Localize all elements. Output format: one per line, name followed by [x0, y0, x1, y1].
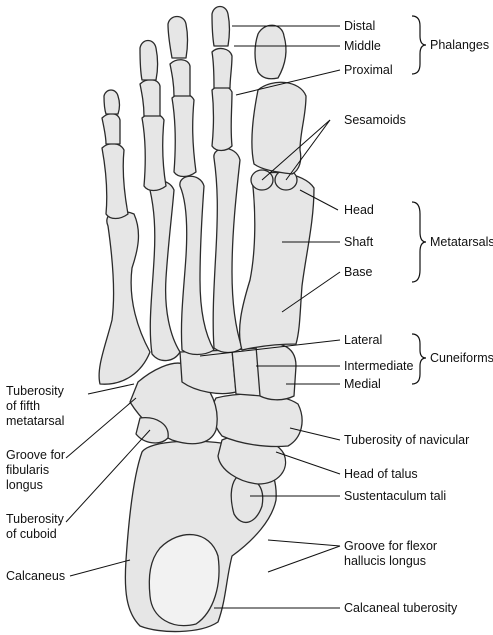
toe5-proximal-phalanx: [101, 143, 129, 220]
metatarsal-4: [149, 180, 181, 362]
toe4-distal-phalanx: [139, 39, 159, 81]
toe4-proximal-phalanx: [141, 113, 167, 192]
bracket-metatarsals: [411, 201, 427, 283]
label-calcaneal-tuberosity: Calcaneal tuberosity: [344, 601, 458, 615]
label-groove-fibularis-longus: Groove for fibularis longus: [6, 448, 66, 492]
metatarsal-1: [238, 171, 315, 351]
label-lateral: Lateral: [344, 333, 383, 347]
label-medial: Medial: [344, 377, 381, 391]
toe3-middle-phalanx: [169, 59, 191, 97]
leader-sesamoids-1: [261, 119, 331, 181]
leader-lateral: [199, 339, 341, 357]
leader-talus: [275, 451, 341, 475]
leader-proximal: [235, 69, 341, 96]
leader-flexor-2: [267, 545, 341, 573]
toe2-middle-phalanx: [211, 47, 233, 89]
label-tuberosity-fifth-metatarsal: Tuberosity of fifth metatarsal: [6, 384, 65, 428]
label-tuberosity-navicular: Tuberosity of navicular: [344, 433, 470, 447]
hallux-proximal-phalanx: [251, 81, 307, 175]
label-cuneiforms: Cuneiforms: [430, 351, 493, 365]
toe3-proximal-phalanx: [171, 93, 197, 178]
label-intermediate: Intermediate: [344, 359, 414, 373]
label-head-of-talus: Head of talus: [344, 467, 418, 481]
label-calcaneus: Calcaneus: [6, 569, 66, 583]
label-middle: Middle: [344, 39, 381, 53]
leader-sesamoids-2: [285, 119, 331, 181]
toe5-middle-phalanx: [101, 113, 121, 145]
medial-cuneiform-bone: [255, 342, 297, 401]
leader-flexor-1: [267, 539, 341, 547]
label-sustentaculum-tali: Sustentaculum tali: [344, 489, 447, 503]
label-phalanges: Phalanges: [430, 38, 490, 52]
label-groove-flexor-hallucis-longus: Groove for flexor hallucis longus: [344, 539, 438, 568]
toe3-distal-phalanx: [167, 15, 189, 59]
leader-navicular: [289, 427, 341, 441]
metatarsal-2: [212, 147, 243, 354]
label-head: Head: [344, 203, 374, 217]
toe5-distal-phalanx: [103, 89, 121, 115]
leader-calcaneus: [69, 559, 131, 577]
calcaneal-tuberosity-outline: [148, 534, 220, 627]
metatarsal-3: [179, 175, 215, 356]
label-base: Base: [344, 265, 373, 279]
toe2-proximal-phalanx: [211, 85, 233, 152]
label-sesamoids: Sesamoids: [344, 113, 406, 127]
label-shaft: Shaft: [344, 235, 374, 249]
metatarsal-5: [98, 210, 151, 385]
toe2-distal-phalanx: [211, 5, 231, 47]
leader-base: [281, 271, 341, 313]
leader-fibularis: [65, 397, 137, 459]
label-distal: Distal: [344, 19, 376, 33]
label-tuberosity-cuboid: Tuberosity of cuboid: [6, 512, 64, 541]
toe4-middle-phalanx: [139, 79, 161, 117]
bracket-phalanges: [411, 15, 427, 75]
hallux-distal-phalanx: [254, 24, 287, 80]
leader-cuboid: [65, 429, 151, 523]
leader-head: [299, 189, 339, 211]
label-proximal: Proximal: [344, 63, 393, 77]
bracket-cuneiforms: [411, 333, 427, 385]
leader-fifth-metatarsal: [87, 383, 135, 395]
label-metatarsals: Metatarsals: [430, 235, 493, 249]
